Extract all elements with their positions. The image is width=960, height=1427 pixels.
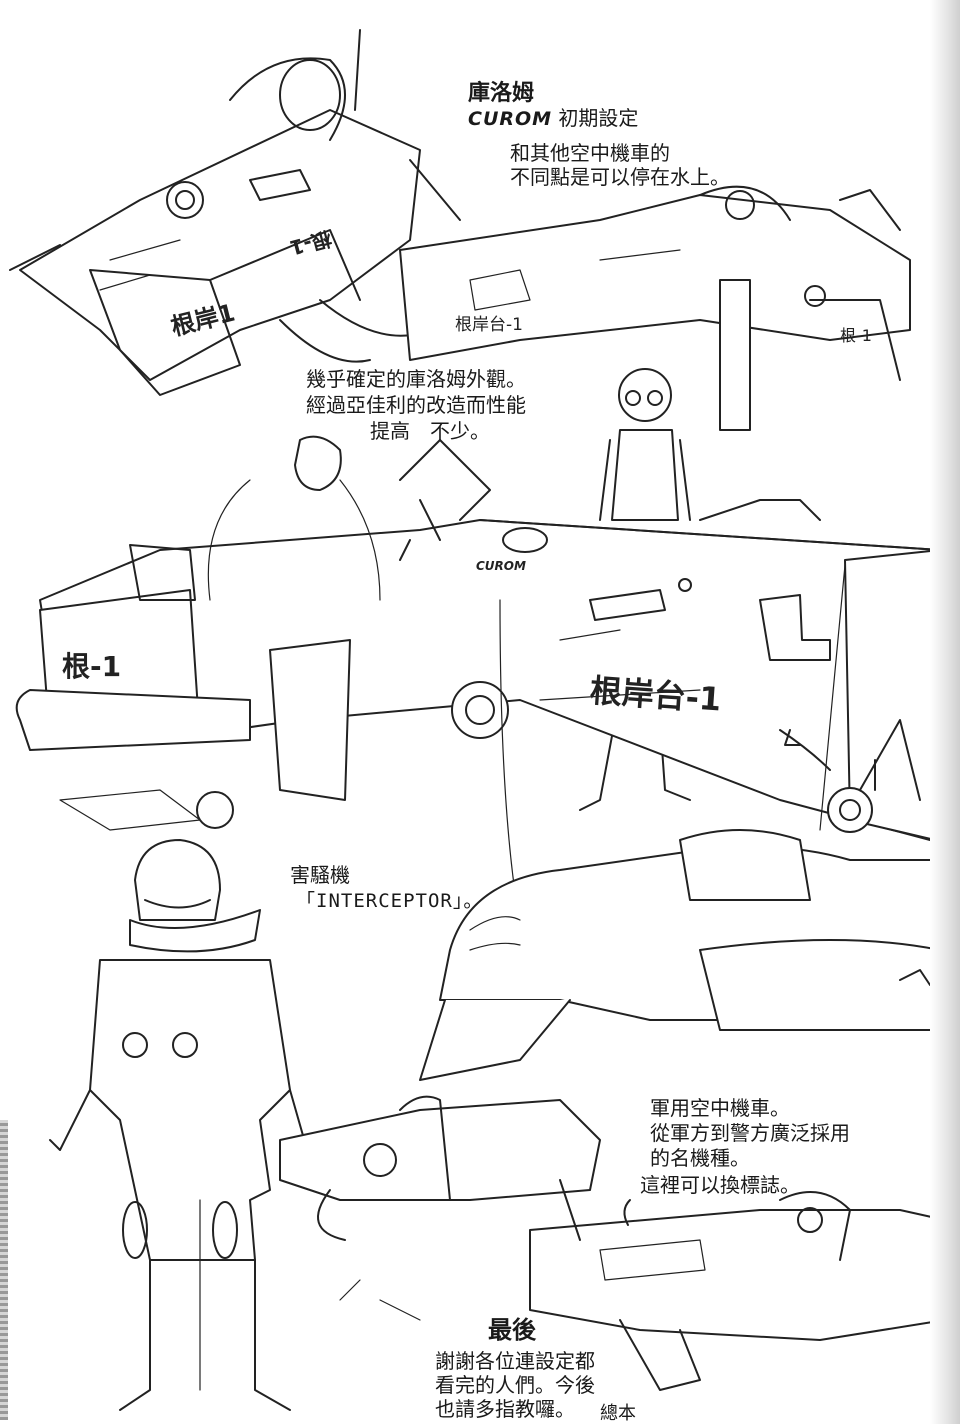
curom-title-row: CUROM 初期設定 <box>468 105 638 133</box>
curom-final-design-sketch <box>15 435 941 1001</box>
military-note-line1: 軍用空中機車。 <box>650 1096 790 1120</box>
closing-line1: 謝謝各位連設定都 <box>435 1349 595 1373</box>
military-note-line4: 這裡可以換標誌。 <box>640 1173 800 1197</box>
curom-title-suffix: 初期設定 <box>558 106 639 130</box>
final-note-line3: 提高 不少。 <box>370 419 490 443</box>
page-edge-left <box>0 1120 8 1420</box>
military-note-line3: 的名機種。 <box>650 1146 750 1170</box>
curom-note-line2: 不同點是可以停在水上。 <box>510 165 730 189</box>
closing-line3: 也請多指教囉。 <box>435 1397 575 1421</box>
curom-prototype-front-sketch <box>9 29 461 396</box>
motion-arrow <box>784 729 801 746</box>
page-gutter-shadow <box>930 0 960 1424</box>
curom-note-line1: 和其他空中機車的 <box>510 141 670 165</box>
military-bike-sketch <box>279 1095 946 1391</box>
military-note-line2: 從軍方到警方廣泛採用 <box>650 1121 850 1145</box>
closing-line2: 看完的人們。今後 <box>435 1373 595 1397</box>
marking-top-right-side: 根岸台-1 <box>455 315 523 335</box>
artist-signature: 總本 <box>600 1403 636 1424</box>
interceptor-title: 害騷機 <box>290 863 350 887</box>
interceptor-pilot-sketch <box>49 839 311 1411</box>
marking-top-right-tail: 根-1 <box>840 326 872 345</box>
final-note-line2: 經過亞佳利的改造而性能 <box>306 393 526 417</box>
marking-main-logo: CUROM <box>476 559 526 573</box>
interceptor-vehicle-sketch <box>419 829 946 1081</box>
pointer-arrow <box>623 1199 631 1226</box>
marking-main-side: 根岸台-1 <box>588 671 723 719</box>
curom-title-cn: 庫洛姆 <box>468 81 535 106</box>
final-note-line1: 幾乎確定的庫洛姆外觀。 <box>306 367 526 391</box>
curom-title-latin: CUROM <box>468 108 553 130</box>
closing-title: 最後 <box>488 1316 536 1344</box>
marking-main-left-pod: 根-1 <box>62 650 122 683</box>
curom-prototype-side-sketch <box>399 185 911 431</box>
interceptor-name: 「INTERCEPTOR」。 <box>296 890 484 912</box>
